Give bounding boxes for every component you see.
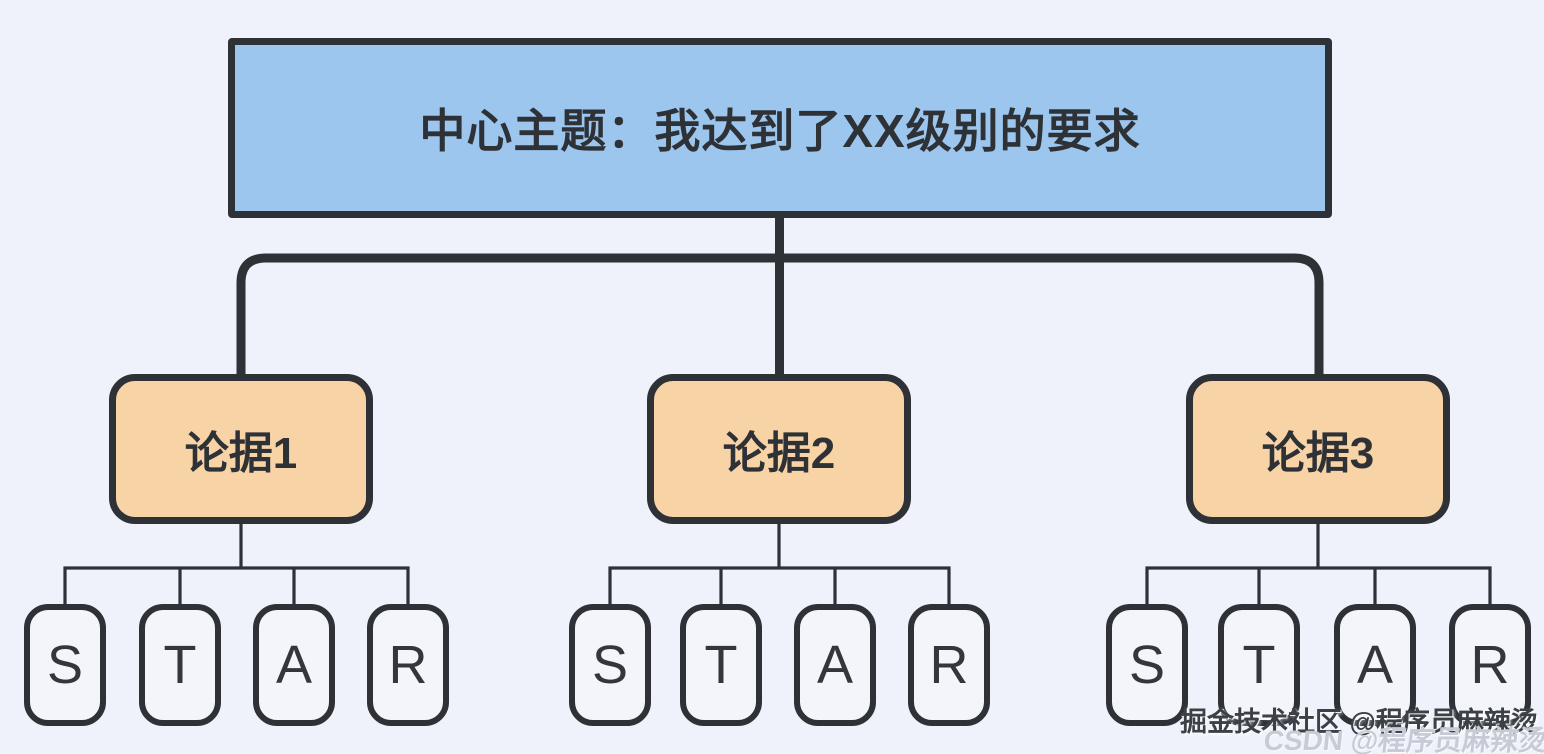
leaf-label: T — [163, 635, 197, 695]
branch-label: 论据2 — [722, 429, 836, 478]
leaf-label: S — [46, 635, 84, 695]
branch-bus-connector — [236, 253, 1324, 378]
star-connector-branch-1 — [63, 520, 410, 606]
leaf-node-a: A — [253, 604, 335, 726]
branch-label: 论据3 — [1261, 429, 1375, 478]
leaf-label: T — [1242, 635, 1276, 695]
branch-node-3: 论据3 — [1186, 374, 1450, 524]
leaf-label: S — [591, 635, 629, 695]
leaf-label: A — [275, 635, 313, 695]
leaf-node-t: T — [680, 604, 762, 726]
leaf-label: R — [1470, 635, 1510, 695]
branch-label: 论据1 — [184, 429, 298, 478]
leaf-node-s: S — [1106, 604, 1188, 726]
leaf-label: T — [704, 635, 738, 695]
leaf-node-r: R — [1449, 604, 1531, 726]
leaf-node-a: A — [1334, 604, 1416, 726]
branch-node-2: 论据2 — [647, 374, 911, 524]
leaf-label: A — [1356, 635, 1394, 695]
watermark-juejin: 掘金技术社区 @程序员麻辣烫 — [1180, 707, 1538, 737]
leaf-node-s: S — [569, 604, 651, 726]
leaf-node-t: T — [1218, 604, 1300, 726]
central-topic-label: 中心主题：我达到了XX级别的要求 — [419, 105, 1141, 157]
watermark-csdn: CSDN @程序员麻辣烫 — [1262, 725, 1544, 754]
star-connector-branch-2 — [608, 520, 951, 606]
leaf-label: A — [816, 635, 854, 695]
leaf-node-r: R — [908, 604, 990, 726]
leaf-label: S — [1128, 635, 1166, 695]
leaf-node-s: S — [24, 604, 106, 726]
leaf-label: R — [929, 635, 969, 695]
leaf-node-r: R — [367, 604, 449, 726]
branch-node-1: 论据1 — [109, 374, 373, 524]
leaf-node-a: A — [794, 604, 876, 726]
central-topic-node: 中心主题：我达到了XX级别的要求 — [228, 38, 1332, 218]
star-connector-branch-3 — [1145, 520, 1492, 606]
leaf-label: R — [388, 635, 428, 695]
leaf-node-t: T — [139, 604, 221, 726]
